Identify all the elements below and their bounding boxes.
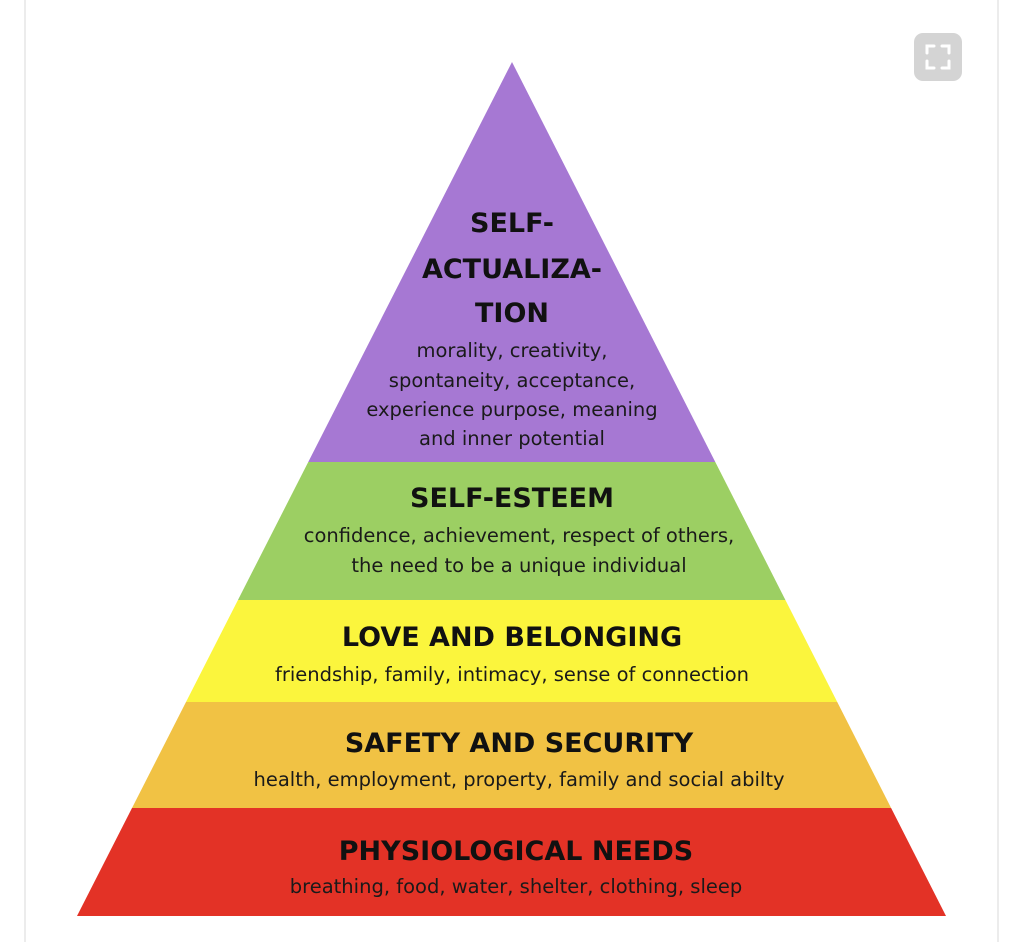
band-love-and-belonging <box>186 600 838 702</box>
level-title: TION <box>475 298 549 329</box>
level-description: spontaneity, acceptance, <box>389 369 635 392</box>
level-title: LOVE AND BELONGING <box>342 622 682 653</box>
level-love-and-belonging: LOVE AND BELONGING friendship, family, i… <box>275 622 749 686</box>
band-physiological-needs <box>77 808 946 916</box>
band-safety-and-security <box>132 702 892 808</box>
level-description: the need to be a unique individual <box>351 554 686 577</box>
level-description: health, employment, property, family and… <box>253 768 784 791</box>
level-safety-and-security: SAFETY AND SECURITY health, employment, … <box>253 728 784 791</box>
level-self-esteem: SELF-ESTEEM confidence, achievement, res… <box>304 483 735 577</box>
level-description: confidence, achievement, respect of othe… <box>304 524 735 547</box>
band-self-esteem <box>237 462 786 600</box>
band-self-actualization <box>308 62 716 462</box>
level-physiological-needs: PHYSIOLOGICAL NEEDS breathing, food, wat… <box>290 836 743 898</box>
level-self-actualization: SELF- ACTUALIZA- TION morality, creativi… <box>366 208 657 450</box>
level-title: SELF-ESTEEM <box>410 483 614 514</box>
level-description: breathing, food, water, shelter, clothin… <box>290 875 743 898</box>
expand-button[interactable] <box>914 33 962 81</box>
level-title: SAFETY AND SECURITY <box>345 728 694 759</box>
level-title: PHYSIOLOGICAL NEEDS <box>339 836 693 867</box>
level-description: and inner potential <box>419 427 605 450</box>
level-description: experience purpose, meaning <box>366 398 657 421</box>
expand-icon <box>925 44 951 70</box>
right-border <box>997 0 999 942</box>
level-description: morality, creativity, <box>417 339 608 362</box>
level-description: friendship, family, intimacy, sense of c… <box>275 663 749 686</box>
level-title: SELF- <box>470 208 554 239</box>
level-title: ACTUALIZA- <box>422 254 602 285</box>
left-border <box>24 0 26 942</box>
